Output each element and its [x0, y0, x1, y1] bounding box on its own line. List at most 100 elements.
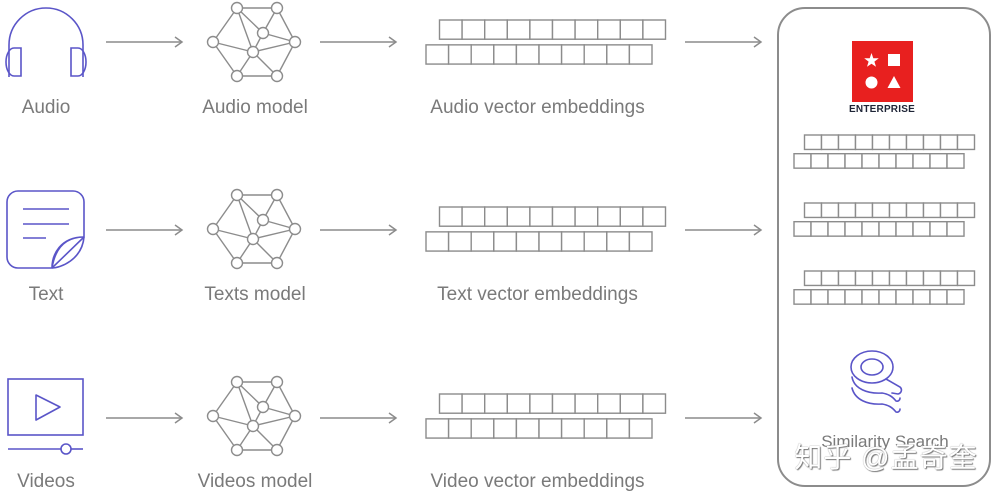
vector-cell	[583, 418, 608, 439]
network-edge	[212, 41, 254, 53]
vector-cell	[438, 393, 463, 414]
vector-cell	[642, 206, 667, 227]
network-edge	[236, 194, 254, 240]
vector-cell	[837, 202, 857, 219]
embedding-label-text: Text vector embeddings	[437, 284, 638, 305]
vector-cell	[803, 134, 823, 151]
arrow-icon	[685, 224, 763, 236]
vector-cell	[844, 221, 863, 237]
network-node	[288, 35, 302, 49]
vector-cell	[484, 206, 509, 227]
vector-cell	[922, 202, 942, 219]
arrow-icon	[106, 36, 184, 48]
vector-database-panel	[777, 7, 991, 487]
vector-embedding-graphic	[425, 206, 667, 252]
network-node	[270, 443, 284, 457]
vector-cell	[538, 418, 563, 439]
stored-vector-graphic	[793, 134, 976, 169]
network-edge	[276, 7, 296, 43]
stored-vector-graphic	[793, 202, 976, 237]
network-node	[270, 256, 284, 270]
vector-cell	[861, 289, 880, 305]
vector-cell	[619, 206, 644, 227]
vector-cell	[871, 134, 891, 151]
network-node	[246, 45, 260, 59]
vector-cell	[529, 19, 554, 40]
vector-cell	[895, 153, 914, 169]
vector-cell	[946, 153, 965, 169]
shapes-icon	[864, 53, 901, 89]
vector-cell	[929, 221, 948, 237]
vector-cell	[861, 221, 880, 237]
vector-cell	[844, 153, 863, 169]
vector-cell	[905, 202, 925, 219]
vector-cell	[551, 19, 576, 40]
arrow-icon	[320, 412, 398, 424]
vector-cell	[574, 393, 599, 414]
network-node	[288, 409, 302, 423]
network-edge	[212, 415, 254, 427]
vector-cell	[438, 206, 463, 227]
network-node	[270, 1, 284, 15]
source-label-audio: Audio	[21, 97, 71, 118]
arrow-icon	[106, 224, 184, 236]
vector-cell	[461, 19, 486, 40]
network-edge	[252, 415, 296, 427]
vector-cell	[461, 206, 486, 227]
vector-cell	[628, 231, 653, 252]
model-label-audio: Audio model	[202, 97, 308, 118]
vector-cell	[871, 270, 891, 287]
vector-cell	[803, 202, 823, 219]
network-node	[230, 443, 244, 457]
vector-cell	[447, 44, 472, 65]
vector-cell	[956, 270, 976, 287]
arrow-icon	[685, 36, 763, 48]
vector-cell	[619, 393, 644, 414]
network-node	[270, 375, 284, 389]
network-edge	[212, 228, 238, 264]
vector-cell	[888, 134, 908, 151]
vector-cell	[596, 206, 621, 227]
vector-cell	[793, 153, 812, 169]
vector-cell	[529, 393, 554, 414]
network-edge	[276, 194, 296, 230]
vector-cell	[844, 289, 863, 305]
vector-cell	[912, 221, 931, 237]
vector-embedding-graphic	[425, 19, 667, 65]
network-node	[206, 222, 220, 236]
network-node	[230, 69, 244, 83]
vector-cell	[820, 270, 840, 287]
network-edge	[236, 7, 254, 53]
source-label-videos: Videos	[17, 471, 75, 492]
network-node	[206, 35, 220, 49]
vector-cell	[929, 153, 948, 169]
vector-cell	[515, 231, 540, 252]
vector-cell	[470, 418, 495, 439]
vector-cell	[895, 221, 914, 237]
vector-cell	[506, 206, 531, 227]
vector-cell	[596, 393, 621, 414]
vector-cell	[820, 202, 840, 219]
enterprise-label: ENTERPRISE	[849, 104, 915, 115]
vector-cell	[912, 153, 931, 169]
network-edge	[212, 7, 238, 43]
vector-cell	[793, 289, 812, 305]
vector-cell	[878, 289, 897, 305]
vector-cell	[438, 19, 463, 40]
network-node	[256, 213, 270, 227]
vector-cell	[810, 153, 829, 169]
vector-cell	[425, 231, 450, 252]
network-node	[256, 400, 270, 414]
network-edge	[276, 228, 296, 264]
vector-cell	[929, 289, 948, 305]
vector-cell	[803, 270, 823, 287]
vector-cell	[820, 134, 840, 151]
network-edge	[276, 41, 296, 77]
vector-cell	[827, 221, 846, 237]
vector-cell	[529, 206, 554, 227]
vector-cell	[484, 19, 509, 40]
vector-cell	[939, 270, 959, 287]
vector-cell	[878, 153, 897, 169]
arrow-icon	[685, 412, 763, 424]
vector-cell	[506, 393, 531, 414]
